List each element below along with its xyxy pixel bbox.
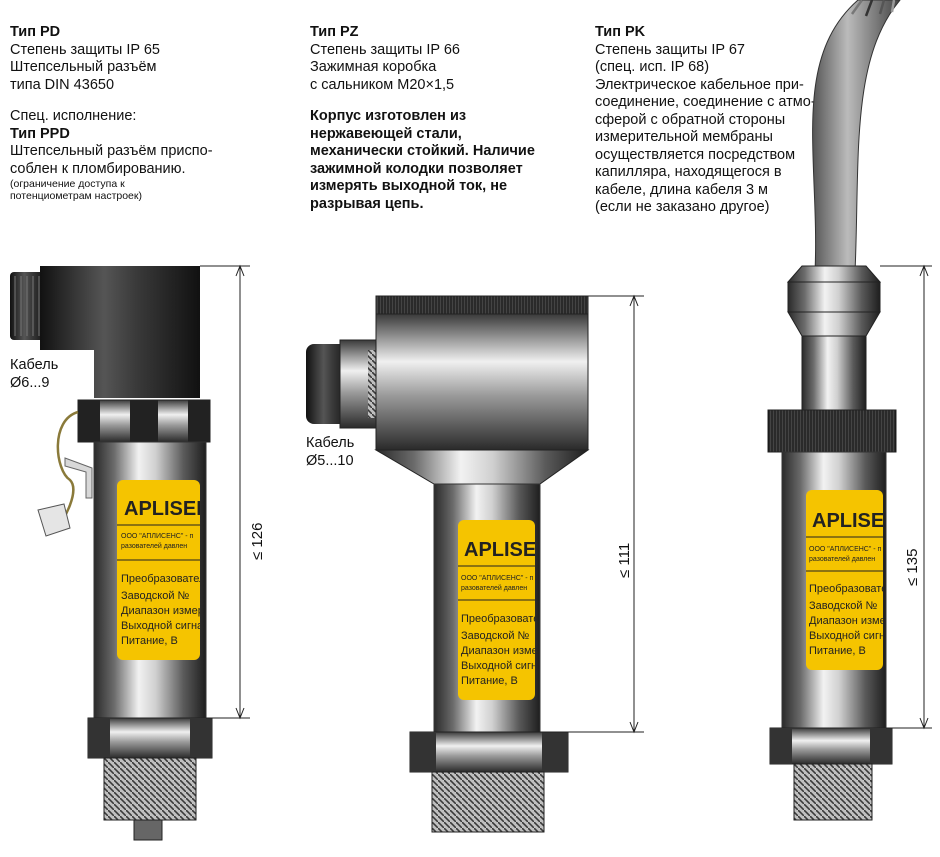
- pk-plate-row: Диапазон измер: [809, 615, 892, 627]
- pd-plate-brand: APLISENS: [124, 498, 224, 520]
- pd-cable-label: Кабель Ø6...9: [10, 357, 58, 392]
- pk-plate-row: Заводской №: [809, 600, 878, 612]
- ppd-note: потенциометрам настроек): [10, 190, 142, 202]
- pz-knurled-cap: [375, 295, 589, 315]
- pd-line: типа DIN 43650: [10, 76, 115, 93]
- pd-description: Тип PD Степень защиты IP 65 Штепсельный …: [10, 24, 270, 202]
- pk-plate-company2: разователей давлен: [809, 555, 875, 563]
- pd-special-label: Спец. исполнение:: [10, 108, 137, 124]
- pk-line: (если не заказано другое): [595, 199, 770, 215]
- pz-bold-line: Корпус изготовлен из: [310, 108, 467, 124]
- pd-sensor: APLISENS ООО "АПЛИСЕНС" - п разователей …: [10, 264, 266, 841]
- pk-plate-company: ООО "АПЛИСЕНС" - п: [809, 546, 882, 553]
- pz-housing: [375, 313, 589, 451]
- pd-connector-cap: [10, 272, 46, 340]
- pz-plate-row: Заводской №: [461, 630, 530, 642]
- pz-bold-line: механически стойкий. Наличие: [310, 143, 535, 159]
- ppd-line: Штепсельный разъём приспо-: [10, 143, 213, 159]
- pz-bold-line: зажимной колодки позволяет: [310, 160, 523, 177]
- pz-label-plate: APLISENS ООО "АПЛИСЕНС" - п разователей …: [458, 520, 564, 700]
- pd-line: Штепсельный разъём: [10, 59, 157, 75]
- pz-sensor: APLISENS ООО "АПЛИСЕНС" - п разователей …: [306, 294, 644, 833]
- pk-line: осуществляется посредством: [595, 146, 796, 163]
- pz-dimension-line: [540, 294, 644, 734]
- pz-bold-line: измерять выходной ток, не: [310, 178, 508, 194]
- pk-label-plate: APLISENS ООО "АПЛИСЕНС" - п разователей …: [806, 490, 912, 670]
- pk-plate-brand: APLISENS: [812, 510, 912, 532]
- pk-line: соединение, соединение с атмо-: [595, 94, 816, 110]
- pk-dimension: ≤ 135: [904, 549, 921, 586]
- pd-dimension-line: [200, 264, 250, 720]
- pd-plate-row: Выходной сигна: [121, 620, 204, 632]
- ppd-title: Тип PPD: [10, 125, 70, 142]
- pk-line: измерительной мембраны: [595, 129, 773, 145]
- pk-title: Тип PK: [595, 24, 646, 40]
- pk-dimension-line: [880, 264, 932, 730]
- pz-title: Тип PZ: [310, 24, 359, 40]
- pd-plate-company: ООО "АПЛИСЕНС" - п: [121, 533, 194, 540]
- pz-plate-row: Выходной сигна: [461, 660, 544, 672]
- pz-cable-label: Кабель Ø5...10: [306, 435, 354, 470]
- pz-description: Тип PZ Степень защиты IP 66 Зажимная кор…: [310, 24, 570, 213]
- pk-strain-relief: [787, 281, 881, 313]
- pd-plate-row: Заводской №: [121, 590, 190, 602]
- pz-thread: [431, 771, 545, 833]
- pd-line: Степень защиты IP 65: [10, 41, 160, 58]
- pd-connector-body: [40, 266, 200, 398]
- pk-plate-row: Выходной сигна: [809, 630, 892, 642]
- pd-thread: [103, 757, 197, 821]
- pz-plate-company: ООО "АПЛИСЕНС" - п: [461, 575, 534, 582]
- pz-line: с сальником M20×1,5: [310, 76, 455, 93]
- pk-line: сферой с обратной стороны: [595, 111, 786, 128]
- pz-dimension: ≤ 111: [616, 543, 633, 578]
- pz-line: Степень защиты IP 66: [310, 41, 460, 58]
- pd-plate-row: Питание, В: [121, 635, 178, 647]
- pk-plate-row: Питание, В: [809, 645, 866, 657]
- pk-line: кабеле, длина кабеля 3 м: [595, 181, 769, 198]
- pz-plate-row: Диапазон измер: [461, 645, 544, 657]
- pk-line: капилляра, находящегося в: [595, 164, 782, 180]
- pk-knurled-nut: [767, 409, 897, 453]
- pz-line: Зажимная коробка: [310, 59, 437, 75]
- pk-line: (спец. исп. IP 68): [595, 59, 710, 75]
- pd-plate-row: Диапазон измер: [121, 605, 204, 617]
- pz-bold-line: нержавеющей стали,: [310, 125, 462, 142]
- pd-label-plate: APLISENS ООО "АПЛИСЕНС" - п разователей …: [117, 480, 224, 660]
- pk-line: Электрическое кабельное при-: [595, 76, 804, 93]
- pk-line: Степень защиты IP 67: [595, 41, 745, 58]
- pz-cable-gland: [306, 344, 350, 424]
- pd-dimension: ≤ 126: [249, 523, 266, 560]
- pd-plate-company2: разователей давлен: [121, 542, 187, 550]
- pd-plate-row: Преобразовател: [121, 573, 205, 585]
- pk-plate-row: Преобразовател: [809, 583, 893, 595]
- pk-thread: [793, 763, 873, 821]
- pz-plate-company2: разователей давлен: [461, 584, 527, 592]
- pz-cable-size: Ø5...10: [306, 452, 354, 469]
- ppd-note: (ограничение доступа к: [10, 178, 125, 190]
- pd-title: Тип PD: [10, 24, 61, 40]
- pz-cable-text: Кабель: [306, 435, 355, 451]
- pz-plate-brand: APLISENS: [464, 539, 564, 561]
- pk-cable: [812, 0, 901, 273]
- pz-plate-row: Питание, В: [461, 675, 518, 687]
- pd-cable-text: Кабель: [10, 357, 59, 373]
- pk-description: Тип PK Степень защиты IP 67 (спец. исп. …: [595, 24, 855, 217]
- ppd-line: соблен к пломбированию.: [10, 160, 186, 177]
- pz-bold-line: разрывая цепь.: [310, 195, 424, 212]
- pk-sensor: APLISENS ООО "АПЛИСЕНС" - п разователей …: [767, 0, 932, 821]
- pz-plate-row: Преобразовател: [461, 613, 545, 625]
- pd-cable-size: Ø6...9: [10, 374, 50, 391]
